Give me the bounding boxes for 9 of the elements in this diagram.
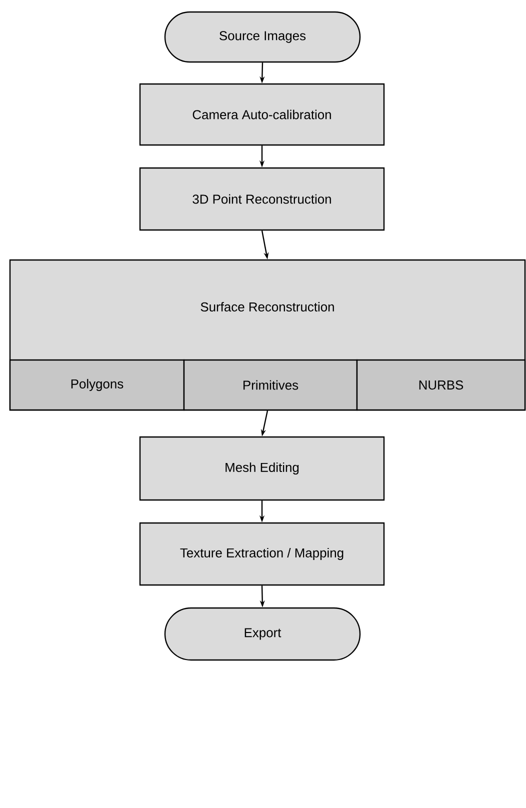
terminal-box: Export <box>164 607 361 661</box>
method-cell: Primitives <box>183 359 358 411</box>
method-cell: Polygons <box>9 359 185 411</box>
process-box: Camera Auto-calibration <box>139 83 385 146</box>
process-box: Texture Extraction / Mapping <box>139 522 385 586</box>
method-cell: NURBS <box>356 359 526 411</box>
terminal-box: Source Images <box>164 11 361 63</box>
process-box: 3D Point Reconstruction <box>139 167 385 231</box>
process-box: Mesh Editing <box>139 436 385 501</box>
